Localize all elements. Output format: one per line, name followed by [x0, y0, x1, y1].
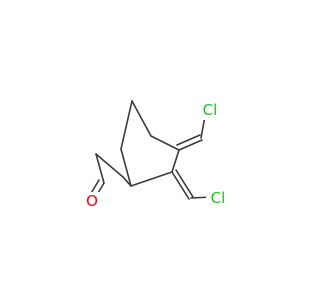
oxygen-label-bg [84, 192, 100, 210]
bond-exo-lower-1 [171, 171, 190, 200]
structure-diagram: O Cl Cl [84, 100, 230, 210]
bond-c3-c4 [120, 148, 132, 187]
bond-c8-c9 [95, 153, 105, 184]
molecule-svg: O Cl Cl [84, 100, 230, 210]
bond-c6-c4 [130, 171, 173, 187]
atom-labels: O Cl Cl [84, 101, 230, 210]
chlorine-lower-label-bg [206, 189, 230, 207]
bond-exo-lower-2 [175, 169, 194, 198]
oxygen-atom-label: O [86, 192, 98, 210]
bond-c4-c7 [122, 176, 132, 187]
chlorine-upper-label-bg [198, 102, 222, 120]
bond-c5-c6 [171, 149, 180, 173]
bond-exo-upper-2 [176, 134, 201, 146]
chlorine-upper-atom-label: Cl [203, 101, 218, 119]
bond-lines [86, 100, 213, 204]
bond-c2-c5 [150, 135, 180, 151]
bond-c1-c2 [131, 100, 152, 137]
chlorine-lower-atom-label: Cl [211, 189, 226, 207]
bond-c7-c8 [95, 153, 124, 178]
bond-c1-c3 [120, 100, 133, 150]
bond-exo-upper-1 [178, 139, 203, 151]
